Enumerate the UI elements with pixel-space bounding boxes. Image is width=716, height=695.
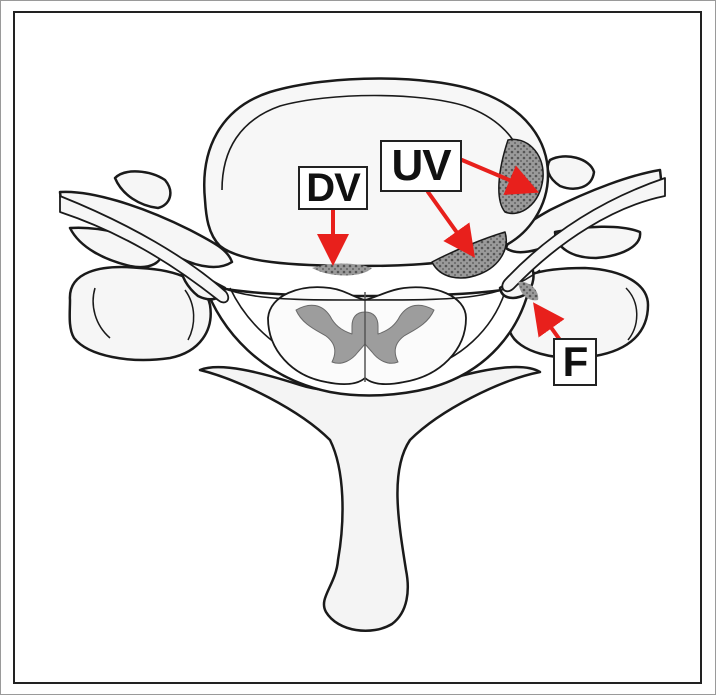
label-uv: UV <box>380 140 462 192</box>
label-f: F <box>553 338 597 386</box>
spinous-process <box>200 367 540 631</box>
label-dv: DV <box>298 166 368 210</box>
